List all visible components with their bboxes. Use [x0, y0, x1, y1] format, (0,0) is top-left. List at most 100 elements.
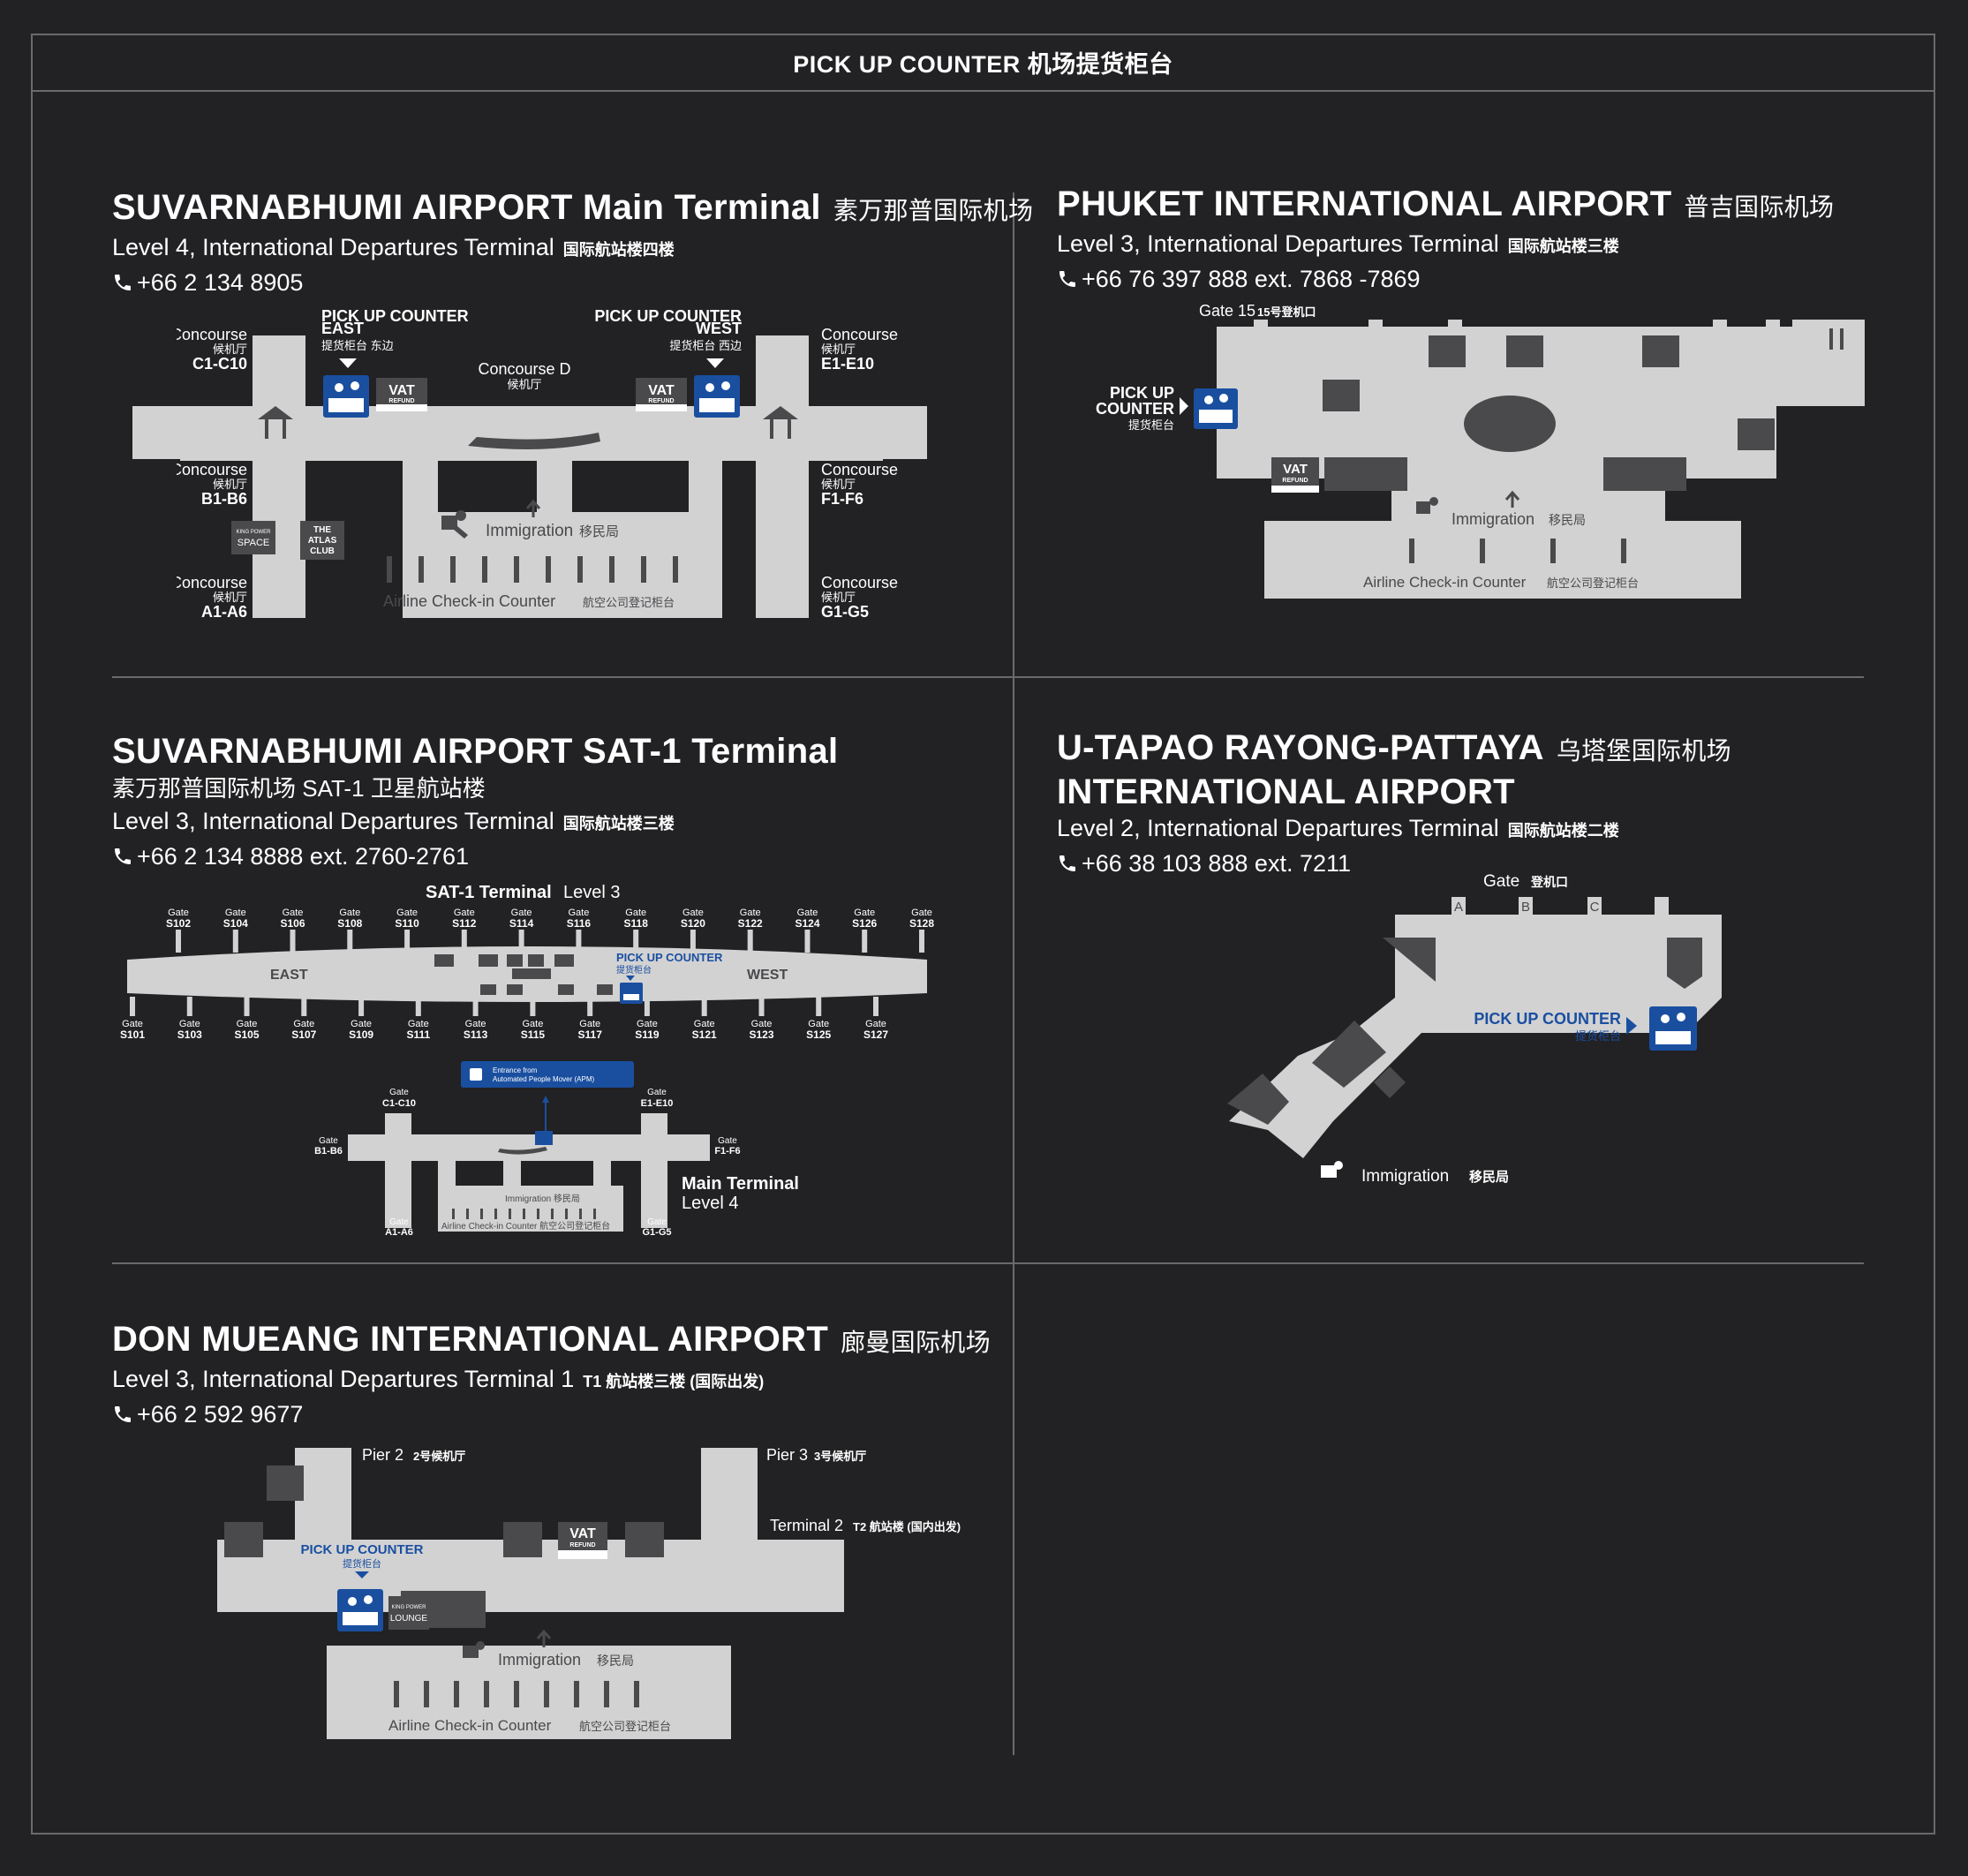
svg-text:Gate: Gate: [647, 1088, 667, 1097]
apm-entrance[interactable]: Entrance from Automated People Mover (AP…: [461, 1061, 634, 1088]
svg-text:C: C: [1590, 900, 1600, 915]
sat1-map-level: Level 3: [563, 883, 621, 902]
divider-horizontal-2: [112, 1262, 1864, 1264]
concourse-f-label: Concourse 候机厅 F1-F6: [821, 461, 898, 508]
svg-text:B: B: [1521, 900, 1530, 915]
vat-refund-badge: VAT REFUND: [558, 1522, 607, 1559]
svg-text:KING POWER: KING POWER: [391, 1605, 426, 1610]
sat1-section: SUVARNABHUMI AIRPORT SAT-1 Terminal 素万那普…: [112, 731, 838, 873]
svg-text:Gate: Gate: [293, 1019, 314, 1029]
pickup-label: PICK UP COUNTER: [616, 951, 723, 964]
svg-text:S127: S127: [863, 1028, 888, 1041]
terminal-floor-plan: [1217, 320, 1865, 599]
immigration-label-cn: 移民局: [597, 1654, 634, 1668]
pickup-counter-icon[interactable]: [1649, 1006, 1697, 1051]
svg-text:G1-G5: G1-G5: [821, 603, 869, 621]
arrow-up-icon: [1504, 490, 1520, 508]
pickup-pointer: [1626, 1017, 1637, 1035]
checkin-counters: [452, 1209, 596, 1219]
atlas-club: THE ATLAS CLUB: [300, 521, 344, 560]
phone-number[interactable]: +66 38 103 888 ext. 7211: [1057, 847, 1731, 880]
pickup-counter-icon[interactable]: [620, 983, 643, 1004]
checkin-label: Airline Check-in Counter: [383, 592, 555, 610]
thai-pavilion-icon: [258, 406, 293, 439]
checkin-label: Airline Check-in Counter: [1363, 574, 1527, 591]
svg-text:REFUND: REFUND: [648, 398, 674, 404]
checkin-label-cn: 航空公司登记柜台: [579, 1720, 671, 1733]
svg-text:Gate: Gate: [396, 908, 418, 918]
svg-text:WEST: WEST: [696, 320, 742, 337]
svg-text:A1-A6: A1-A6: [201, 603, 247, 621]
airport-title-cn: 素万那普国际机场 SAT-1 卫星航站楼: [112, 775, 486, 802]
main-terminal-level: Level 4: [682, 1194, 739, 1213]
pickup-label: PICK UP COUNTER 提货柜台: [301, 1542, 424, 1570]
svg-text:候机厅: 候机厅: [821, 343, 856, 356]
airport-level: Level 2, International Departures Termin…: [1057, 815, 1619, 841]
svg-text:S101: S101: [120, 1028, 145, 1041]
phone-number[interactable]: +66 2 134 8905: [112, 266, 1033, 299]
east-label: EAST: [270, 968, 308, 983]
svg-text:S117: S117: [578, 1028, 603, 1041]
svg-text:Concourse: Concourse: [821, 461, 898, 478]
terminal-floor-plan: [1229, 915, 1722, 1158]
airport-title: SUVARNABHUMI AIRPORT SAT-1 Terminal: [112, 732, 839, 771]
vat-refund-badge: VAT REFUND: [636, 378, 687, 411]
immigration-label-cn: 移民局: [579, 524, 619, 539]
svg-text:Concourse: Concourse: [821, 326, 898, 343]
svg-text:S115: S115: [521, 1028, 546, 1041]
arrow-up-icon: [536, 1629, 552, 1647]
phone-number[interactable]: +66 76 397 888 ext. 7868 -7869: [1057, 262, 1834, 296]
phone-number[interactable]: +66 2 134 8888 ext. 2760-2761: [112, 840, 838, 873]
pickup-counter-icon[interactable]: [1194, 388, 1238, 429]
svg-text:Gate: Gate: [465, 1019, 486, 1029]
airport-level: Level 3, International Departures Termin…: [112, 808, 675, 834]
concourse-e-label: Concourse 候机厅 E1-E10: [821, 326, 898, 373]
svg-text:PICK UP COUNTER: PICK UP COUNTER: [594, 307, 742, 325]
svg-text:ATLAS: ATLAS: [308, 536, 337, 546]
svg-text:E1-E10: E1-E10: [641, 1098, 674, 1109]
svg-text:LOUNGE: LOUNGE: [390, 1614, 428, 1624]
svg-text:Gate: Gate: [718, 1136, 737, 1146]
pickup-west-label: PICK UP COUNTER WEST 提货柜台 西边: [594, 307, 742, 352]
phone-icon: [1059, 855, 1075, 871]
svg-text:S120: S120: [681, 917, 705, 930]
pickup-counter-icon[interactable]: [323, 375, 369, 418]
svg-text:Gate: Gate: [122, 1019, 143, 1029]
svg-text:PICK UP COUNTER: PICK UP COUNTER: [301, 1542, 424, 1557]
svg-text:S124: S124: [795, 917, 819, 930]
svg-text:REFUND: REFUND: [388, 398, 414, 404]
pickup-pointer: [355, 1571, 369, 1578]
airport-title-line2: INTERNATIONAL AIRPORT: [1057, 772, 1515, 811]
svg-text:S125: S125: [806, 1028, 831, 1041]
svg-text:REFUND: REFUND: [569, 1542, 595, 1548]
svg-text:PICK UP COUNTER: PICK UP COUNTER: [321, 307, 469, 325]
terminal-floor-plan: [217, 1448, 844, 1739]
restaurant-icon: [1829, 328, 1844, 350]
pickup-counter-icon[interactable]: [337, 1589, 383, 1631]
svg-text:Concourse: Concourse: [177, 574, 247, 591]
pickup-pointer: [626, 976, 635, 981]
pickup-counter-icon[interactable]: [694, 375, 740, 418]
svg-text:Gate: Gate: [522, 1019, 543, 1029]
crown-lounge-icon: [434, 954, 613, 995]
svg-text:S111: S111: [406, 1028, 430, 1041]
svg-text:Gate: Gate: [865, 1019, 886, 1029]
svg-text:Gate: Gate: [854, 908, 875, 918]
royal-barge-icon: [498, 1147, 547, 1155]
royal-barge-icon: [468, 433, 600, 449]
gate-label: Gate 15: [1199, 302, 1255, 320]
phone-number[interactable]: +66 2 592 9677: [112, 1398, 991, 1431]
